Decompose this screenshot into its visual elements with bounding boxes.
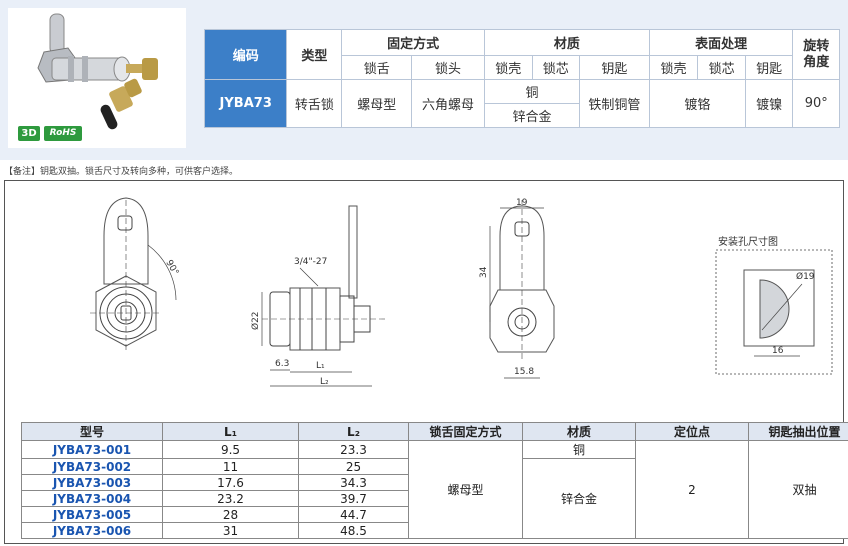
spec-panel: 3D RoHS 编码 类型 固定方式 材质 表面处理 旋转角度 锁舌 锁头 锁壳… [0,0,848,160]
l2-value: 23.3 [298,440,409,459]
row-surf-shell-core: 镀铬 [648,79,746,128]
table-row: JYBA73-004 23.2 39.7 [21,490,848,507]
l1-value: 28 [162,506,299,523]
remark-note: 【备注】钥匙双抽。锁舌尺寸及转向多种，可供客户选择。 [4,167,239,177]
sub-mat-key: 钥匙 [579,55,650,80]
cam-lock-photo [37,13,158,130]
sub-surf-shell: 锁壳 [648,55,699,80]
table-row: JYBA73-006 31 48.5 [21,522,848,539]
drawing-frame [4,180,844,544]
l1-dim: L₁ [316,361,325,371]
model-code[interactable]: JYBA73-002 [21,458,163,475]
table-row: JYBA73-001 9.5 23.3 螺母型 铜 2 双抽 [21,440,848,539]
model-code[interactable]: JYBA73-005 [21,506,163,523]
sub-mat-core: 锁芯 [531,55,581,80]
hole-w-dim: 16 [772,346,784,356]
row-code: JYBA73 [203,79,288,128]
col-code: 编码 [203,29,288,80]
front-view: 90° [90,197,180,350]
diameter-dim: Ø22 [250,311,261,330]
material-bottom-value: 锌合金 [522,458,636,539]
sub-surf-key: 钥匙 [744,55,794,80]
angle-dim: 90° [163,259,180,278]
model-code[interactable]: JYBA73-004 [21,490,163,507]
col-l2: L₂ [298,422,409,441]
positions-value: 2 [635,440,749,539]
product-photo: 3D RoHS [8,8,186,148]
sub-mat-shell: 锁壳 [483,55,533,80]
l2-value: 39.7 [298,490,409,507]
l1-value: 31 [162,522,299,539]
hole-d-dim: Ø19 [796,271,815,282]
model-code[interactable]: JYBA73-006 [21,522,163,539]
l2-value: 48.5 [298,522,409,539]
row-material-top: 铜 [483,79,581,104]
rohs-badge: RoHS [44,126,82,141]
h34-dim: 34 [479,266,489,278]
l1-value: 23.2 [162,490,299,507]
w158-dim: 15.8 [514,367,534,377]
rear-view: 19 34 15.8 [479,198,555,379]
thread-dim: 3/4"-27 [294,257,327,267]
l2-dim: L₂ [320,377,329,387]
d63-dim: 6.3 [275,359,289,369]
l2-value: 44.7 [298,506,409,523]
row-rotation: 90° [792,79,840,128]
material-top-value: 铜 [522,440,636,459]
l1-value: 11 [162,458,299,475]
col-material: 材质 [483,29,650,56]
table-row: JYBA73-002 11 25 锌合金 [21,458,848,539]
l2-value: 25 [298,458,409,475]
col-rotation: 旋转角度 [792,29,840,80]
key-pull-value: 双抽 [748,440,848,539]
row-fixing-head: 六角螺母 [411,79,485,128]
mounting-hole-view: 安装孔尺寸图 Ø19 16 [715,235,833,375]
table-row: JYBA73-005 28 44.7 [21,506,848,523]
row-material-bottom: 锌合金 [483,103,581,128]
table-row: JYBA73-003 17.6 34.3 [21,474,848,491]
col-positions: 定位点 [635,422,749,441]
fixing-value: 螺母型 [408,440,523,539]
model-code[interactable]: JYBA73-001 [21,440,163,459]
l1-value: 17.6 [162,474,299,491]
l2-value: 34.3 [298,474,409,491]
spec-table: 编码 类型 固定方式 材质 表面处理 旋转角度 锁舌 锁头 锁壳 锁芯 钥匙 锁… [203,29,840,128]
sub-fixing-tongue: 锁舌 [341,55,413,80]
model-code[interactable]: JYBA73-003 [21,474,163,491]
col-key-pull: 钥匙抽出位置 [748,422,848,441]
sub-fixing-head: 锁头 [411,55,485,80]
w19-dim: 19 [516,198,528,208]
col-material: 材质 [522,422,636,441]
hole-title: 安装孔尺寸图 [718,235,778,248]
col-model: 型号 [21,422,163,441]
col-fixing: 锁舌固定方式 [408,422,523,441]
side-view: 3/4"-27 Ø22 6.3 L₁ L₂ [250,205,385,387]
3d-badge[interactable]: 3D [18,126,40,141]
row-surf-key: 镀镍 [744,79,794,128]
col-surface: 表面处理 [648,29,794,56]
col-type: 类型 [286,29,343,80]
col-l1: L₁ [162,422,299,441]
model-table: 型号 L₁ L₂ 锁舌固定方式 材质 定位点 钥匙抽出位置 JYBA73-001… [21,422,848,539]
row-type: 转舌锁 [286,79,343,128]
l1-value: 9.5 [162,440,299,459]
